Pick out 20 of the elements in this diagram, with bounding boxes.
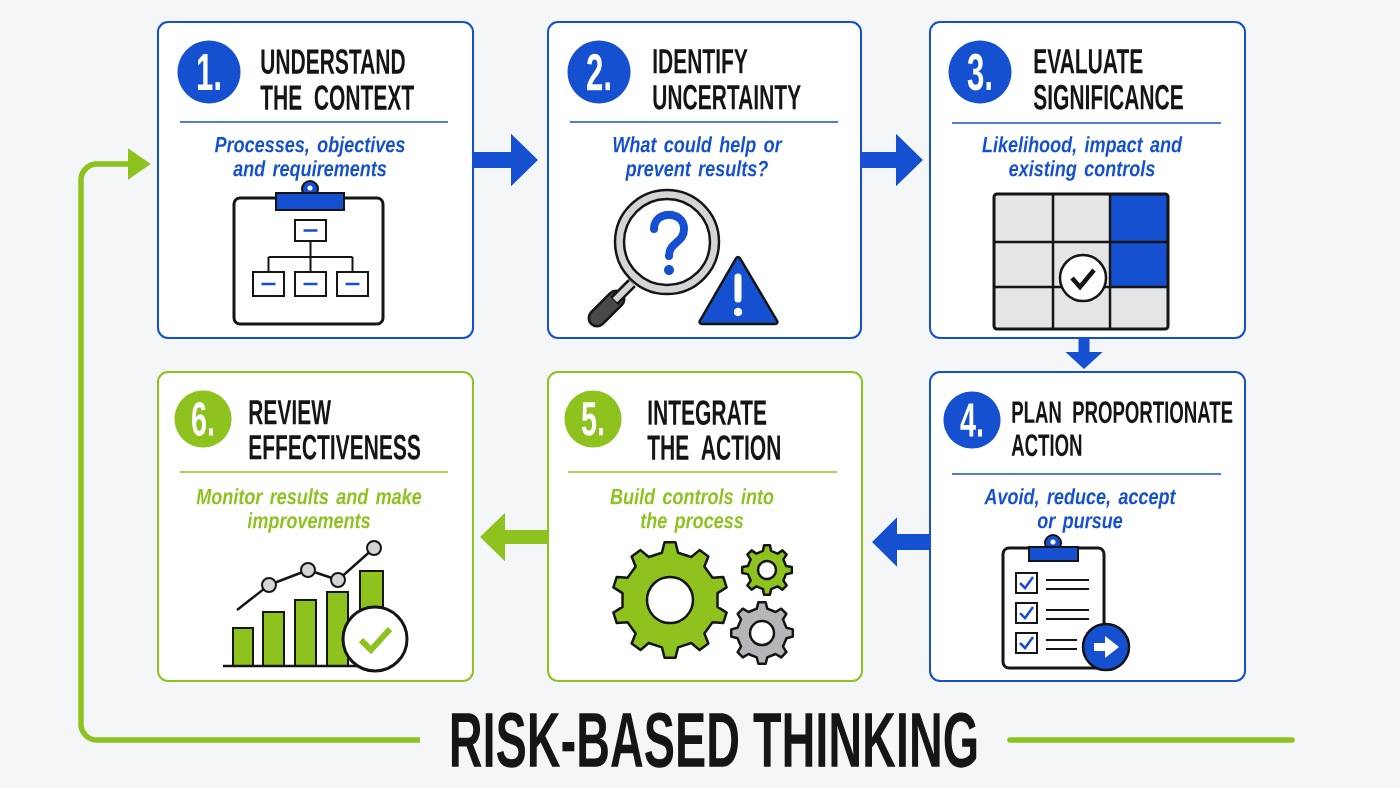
title: RISK-BASED THINKING [451, 712, 977, 768]
number-badge: 3. [948, 40, 1012, 104]
step-heading: IDENTIFY UNCERTAINTY [653, 49, 801, 110]
number-badge: 4. [943, 391, 1001, 449]
step-description: Processes, objectives and requirements [214, 136, 405, 181]
number-badge: 6. [174, 390, 232, 448]
number-badge: 1. [177, 40, 241, 104]
step-heading: INTEGRATE THE ACTION [647, 400, 780, 460]
step-description: Avoid, reduce, accept or pursue [984, 488, 1177, 533]
step-description: What could help or prevent results? [613, 136, 783, 181]
step-heading: EVALUATE SIGNIFICANCE [1033, 49, 1183, 110]
number-badge: 5. [564, 390, 622, 448]
number-badge: 2. [567, 40, 631, 104]
step-description: Build controls into the process [610, 488, 774, 533]
step-heading: UNDERSTAND THE CONTEXT [260, 49, 414, 110]
step-heading: PLAN PROPORTIONATE ACTION [1011, 401, 1233, 457]
step-description: Monitor results and make improvements [196, 488, 422, 533]
step-heading: REVIEW EFFECTIVENESS [249, 400, 421, 460]
loop-arrow [78, 148, 420, 743]
step-description: Likelihood, impact and existing controls [982, 136, 1183, 181]
